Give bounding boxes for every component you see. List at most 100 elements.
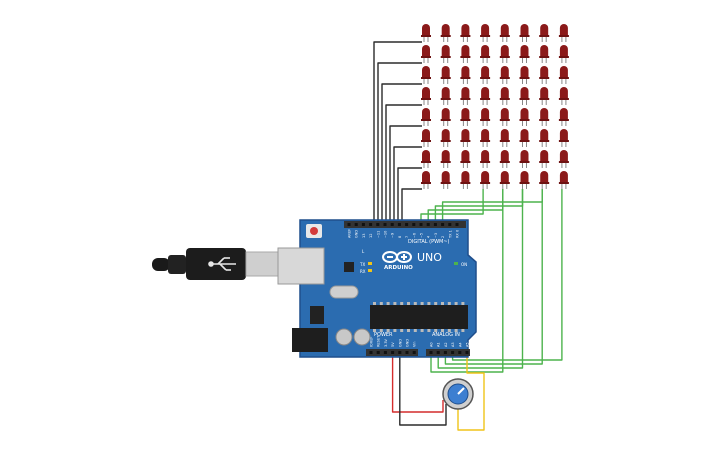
rx-label: RX (360, 269, 366, 274)
digital-pin[interactable] (361, 223, 365, 226)
led (421, 108, 431, 126)
digital-pin[interactable] (390, 223, 394, 226)
power-pin[interactable] (383, 351, 387, 354)
tx-label: TX (359, 262, 365, 267)
led (440, 108, 451, 126)
digital-pin-label: GND (355, 230, 359, 238)
led (519, 150, 530, 168)
digital-pin[interactable] (383, 223, 387, 226)
digital-pin-label: ~5 (420, 233, 424, 238)
digital-pin[interactable] (405, 223, 409, 226)
digital-header[interactable] (344, 221, 466, 228)
led (539, 108, 550, 126)
led (460, 87, 471, 105)
led (519, 108, 530, 126)
led (440, 66, 451, 84)
led (460, 24, 471, 42)
led (539, 171, 550, 189)
digital-pin-label: ~9 (391, 233, 395, 238)
led (421, 171, 431, 189)
l-label: L (362, 249, 365, 254)
led (480, 87, 491, 105)
led (440, 87, 451, 105)
atmega-chip (370, 305, 468, 329)
led (440, 129, 451, 147)
usb-cable-strain-relief (168, 255, 186, 274)
led (440, 150, 451, 168)
voltage-regulator (310, 306, 324, 324)
power-pin-label: RESET (377, 335, 381, 347)
digital-pin[interactable] (433, 223, 437, 226)
digital-pin-label: 8 (398, 236, 402, 238)
power-pin[interactable] (391, 351, 395, 354)
digital-pin[interactable] (448, 223, 452, 226)
analog-pin[interactable] (436, 351, 440, 354)
power-label: POWER (374, 332, 393, 338)
led (421, 87, 431, 105)
led (421, 66, 431, 84)
rx-led (368, 269, 372, 272)
digital-pin[interactable] (369, 223, 373, 226)
column-wire[interactable] (451, 189, 563, 361)
digital-pin[interactable] (397, 223, 401, 226)
led (460, 45, 471, 63)
led (558, 150, 569, 168)
power-wire[interactable] (391, 356, 444, 413)
led (558, 66, 569, 84)
analog-header[interactable] (426, 349, 470, 356)
row-wire[interactable] (363, 41, 422, 224)
potentiometer[interactable] (442, 378, 474, 410)
row-wire[interactable] (401, 188, 422, 224)
analog-pin[interactable] (465, 351, 469, 354)
digital-pin-label: ~3 (434, 233, 438, 238)
column-wire[interactable] (444, 189, 543, 365)
led (480, 45, 491, 63)
analog-pin[interactable] (429, 351, 433, 354)
column-wire[interactable] (434, 189, 524, 223)
led (499, 171, 510, 189)
power-pin[interactable] (369, 351, 373, 354)
led (440, 45, 451, 63)
digital-pin[interactable] (455, 223, 459, 226)
digital-pin[interactable] (412, 223, 416, 226)
digital-pin-label: 2 (441, 236, 445, 238)
digital-pin[interactable] (354, 223, 358, 226)
row-wire[interactable] (389, 125, 422, 224)
power-header[interactable] (366, 349, 418, 356)
led (480, 171, 491, 189)
analog-pin[interactable] (451, 351, 455, 354)
led (480, 66, 491, 84)
power-pin[interactable] (398, 351, 402, 354)
signal-wire[interactable] (457, 356, 485, 431)
digital-pin[interactable] (347, 223, 351, 226)
analog-pin[interactable] (458, 351, 462, 354)
ground-wire[interactable] (399, 356, 447, 426)
digital-pin[interactable] (426, 223, 430, 226)
analog-pin[interactable] (443, 351, 447, 354)
digital-label: DIGITAL (PWM~) (408, 239, 450, 245)
power-pin[interactable] (412, 351, 416, 354)
led (558, 171, 569, 189)
power-pin[interactable] (376, 351, 380, 354)
led (539, 87, 550, 105)
digital-pin-label: ~11 (376, 231, 380, 238)
model-label: UNO (417, 251, 442, 264)
digital-pin[interactable] (419, 223, 423, 226)
usb-cable[interactable] (152, 248, 279, 280)
led (499, 87, 510, 105)
led (480, 150, 491, 168)
digital-pin[interactable] (441, 223, 445, 226)
power-pin[interactable] (405, 351, 409, 354)
arduino-uno-board[interactable]: ARDUINO UNO DIGITAL (PWM~) POWER ANALOG … (277, 219, 477, 358)
led (460, 171, 471, 189)
column-wire[interactable] (437, 189, 524, 369)
capacitor-1 (335, 328, 353, 346)
power-pin-label: GND (398, 339, 402, 347)
row-wire[interactable] (370, 62, 422, 224)
led (499, 66, 510, 84)
digital-pin[interactable] (376, 223, 380, 226)
